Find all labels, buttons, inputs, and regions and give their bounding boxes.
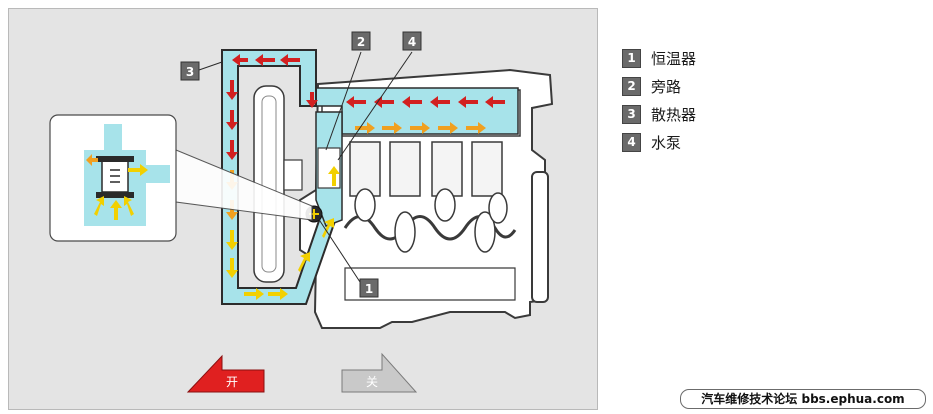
forum-watermark: 汽车维修技术论坛 bbs.ephua.com	[680, 389, 926, 409]
legend-label: 旁路	[651, 77, 682, 96]
callout-thermostat: 1	[359, 278, 379, 298]
cooling-fan	[253, 85, 303, 283]
thermostat-inset	[49, 114, 177, 242]
open-button-label: 开	[226, 375, 238, 389]
legend: 1 恒温器 2 旁路 3 散热器 4 水泵	[622, 44, 696, 156]
legend-item-thermostat: 1 恒温器	[622, 44, 696, 72]
callout-thermostat-label: 1	[365, 282, 373, 296]
legend-number: 2	[622, 76, 641, 96]
legend-number: 3	[622, 104, 641, 124]
legend-item-water-pump: 4 水泵	[622, 128, 696, 156]
callout-radiator: 3	[180, 61, 200, 81]
legend-label: 恒温器	[651, 49, 697, 68]
hot-coolant-arrows	[226, 54, 505, 160]
close-button-label: 关	[366, 375, 378, 389]
legend-number: 4	[622, 132, 641, 152]
legend-number: 1	[622, 48, 641, 68]
radiator-core	[221, 49, 338, 305]
open-button[interactable]: 开	[186, 354, 265, 393]
legend-item-bypass: 2 旁路	[622, 72, 696, 100]
close-button[interactable]: 关	[341, 352, 418, 393]
leader-lines	[198, 51, 413, 283]
callout-radiator-label: 3	[186, 65, 194, 79]
callout-water-pump-label: 4	[408, 35, 416, 49]
cool-coolant-arrows	[226, 166, 340, 300]
legend-item-radiator: 3 散热器	[622, 100, 696, 128]
bypass-channel	[315, 111, 343, 227]
callout-bypass: 2	[351, 31, 371, 51]
legend-label: 散热器	[651, 105, 697, 124]
callout-bypass-label: 2	[357, 35, 365, 49]
callout-water-pump: 4	[402, 31, 422, 51]
legend-label: 水泵	[651, 133, 682, 152]
